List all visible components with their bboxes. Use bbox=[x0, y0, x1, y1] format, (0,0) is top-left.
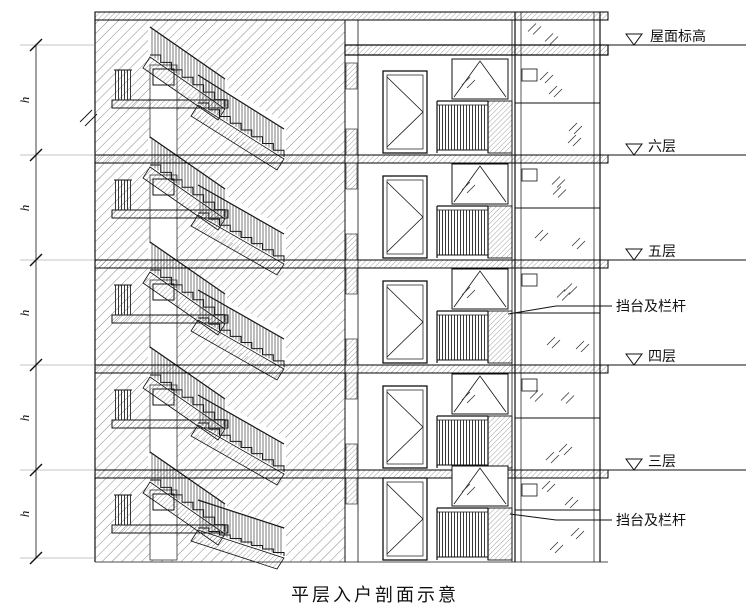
height-dim-label: h bbox=[17, 415, 32, 422]
railing-lower-label: 挡台及栏杆 bbox=[616, 513, 686, 529]
elevation-marker-triangle bbox=[625, 458, 643, 471]
door-symbol bbox=[382, 70, 428, 154]
door-symbol bbox=[382, 280, 428, 364]
dimension-lines bbox=[20, 38, 98, 565]
balcony-railing bbox=[436, 507, 513, 561]
text-labels: 平层入户剖面示意 h h h h h 屋面标高 六层 五层 挡台及栏杆 四层 三… bbox=[17, 28, 706, 605]
height-dim-label: h bbox=[17, 511, 32, 518]
balcony-railing bbox=[436, 310, 513, 364]
elevation-marker-triangle bbox=[625, 33, 643, 46]
balcony-railing bbox=[436, 415, 513, 469]
door-symbol bbox=[382, 385, 428, 469]
elevation-marker-triangle bbox=[625, 353, 643, 366]
floor3-label: 三层 bbox=[648, 455, 676, 470]
floor6-label: 六层 bbox=[648, 139, 676, 155]
corridor-doors-balconies bbox=[382, 58, 513, 561]
railing-upper-label: 挡台及栏杆 bbox=[616, 299, 686, 315]
window-panel bbox=[451, 58, 509, 100]
door-symbol bbox=[382, 175, 428, 259]
floor5-label: 五层 bbox=[648, 245, 676, 260]
elevation-marker-triangle bbox=[625, 248, 643, 261]
balcony-railing bbox=[436, 100, 513, 154]
height-dim-label: h bbox=[17, 310, 32, 317]
stair-storey bbox=[111, 26, 286, 176]
glass-curtain-wall bbox=[514, 12, 601, 562]
leader-line bbox=[509, 513, 612, 521]
window-panel bbox=[451, 163, 509, 205]
annotation-leaders bbox=[507, 33, 746, 521]
drawing-title: 平层入户剖面示意 bbox=[291, 585, 459, 605]
roof-level-label: 屋面标高 bbox=[650, 28, 706, 45]
door-symbol bbox=[382, 477, 428, 561]
elevation-marker-triangle bbox=[625, 143, 643, 156]
floor-slabs bbox=[94, 11, 609, 563]
window-panel bbox=[451, 465, 509, 507]
balcony-railing bbox=[436, 205, 513, 259]
leader-line bbox=[507, 305, 612, 315]
height-dim-label: h bbox=[17, 97, 32, 104]
window-panel bbox=[451, 268, 509, 310]
window-panel bbox=[451, 373, 509, 415]
floor4-label: 四层 bbox=[648, 350, 676, 365]
height-dim-label: h bbox=[17, 205, 32, 212]
